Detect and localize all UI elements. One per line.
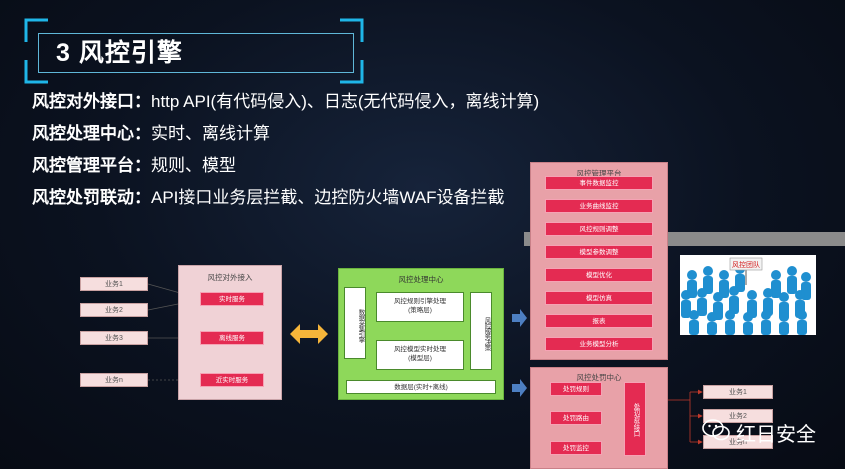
penalty-panel-title: 风控处罚中心 (576, 373, 622, 382)
line-processing: 风控处理中心：实时、离线计算 (32, 122, 270, 146)
penalty-monitor: 处罚监控 (550, 441, 602, 455)
line-key: 风控处理中心： (32, 124, 151, 143)
line-value: 规则、模型 (151, 156, 236, 175)
line-key: 风控管理平台： (32, 156, 151, 175)
team-sign-text: 风控团队 (732, 260, 760, 269)
title-frame-decoration (24, 18, 364, 84)
mgmt-item-rule-adjust: 风控规则调整 (545, 222, 653, 236)
output-business-1: 业务1 (703, 385, 773, 399)
penalty-rules: 处罚规则 (550, 382, 602, 396)
line-value: http API(有代码侵入)、日志(无代码侵入，离线计算) (151, 92, 540, 111)
business-box-3: 业务3 (80, 331, 148, 345)
management-panel: 风控管理平台 (530, 162, 668, 360)
access-realtime: 实时服务 (200, 292, 264, 306)
rule-engine-box: 风控规则引擎处理 (策略层) (376, 292, 464, 322)
mgmt-item-report: 报表 (545, 314, 653, 328)
mgmt-item-curve-monitor: 业务曲线监控 (545, 199, 653, 213)
penalty-interface: 处罚对外接口 (624, 382, 646, 456)
line-key: 风控对外接口： (32, 92, 151, 111)
title-box (38, 33, 354, 73)
data-collection-engine: 数据采集引擎 (344, 287, 366, 359)
model-engine-box: 风控模型实时处理 (模型层) (376, 340, 464, 370)
orange-double-arrow (290, 324, 328, 344)
business-box-2: 业务2 (80, 303, 148, 317)
team-photo: 风控团队 (680, 255, 816, 335)
business-box-n: 业务n (80, 373, 148, 387)
line-penalty: 风控处罚联动：API接口业务层拦截、边控防火墙WAF设备拦截 (32, 186, 505, 210)
access-near-realtime: 近实时服务 (200, 373, 264, 387)
slide-title: 3 风控引擎 (56, 39, 183, 67)
watermark-text: 红日安全 (736, 424, 816, 446)
line-management: 风控管理平台：规则、模型 (32, 154, 236, 178)
line-value: 实时、离线计算 (151, 124, 270, 143)
line-interface: 风控对外接口：http API(有代码侵入)、日志(无代码侵入，离线计算) (32, 90, 539, 114)
business-box-1: 业务1 (80, 277, 148, 291)
access-panel-title: 风控对外接入 (207, 273, 253, 282)
access-offline: 离线服务 (200, 331, 264, 345)
output-business-2: 业务2 (703, 409, 773, 423)
mgmt-item-model-simulate: 模型仿真 (545, 291, 653, 305)
management-panel-title: 风控管理平台 (576, 169, 622, 178)
wechat-icon (702, 419, 730, 441)
processing-panel-title: 风控处理中心 (398, 275, 444, 284)
mgmt-item-param-adjust: 模型参数调整 (545, 245, 653, 259)
mgmt-item-model-optimize: 模型优化 (545, 268, 653, 282)
mgmt-item-event-monitor: 事件数据监控 (545, 176, 653, 190)
line-key: 风控处罚联动： (32, 188, 151, 207)
team-figures-illustration: 风控团队 (680, 255, 816, 335)
output-business-n: 业务n (703, 435, 773, 449)
mgmt-item-model-analysis: 业务模型分析 (545, 337, 653, 351)
penalty-routing: 处罚路由 (550, 411, 602, 425)
risk-decision-box: 风险服务决策 (470, 292, 492, 370)
data-layer-box: 数据层(实时+离线) (346, 380, 496, 394)
line-value: API接口业务层拦截、边控防火墙WAF设备拦截 (151, 188, 505, 207)
